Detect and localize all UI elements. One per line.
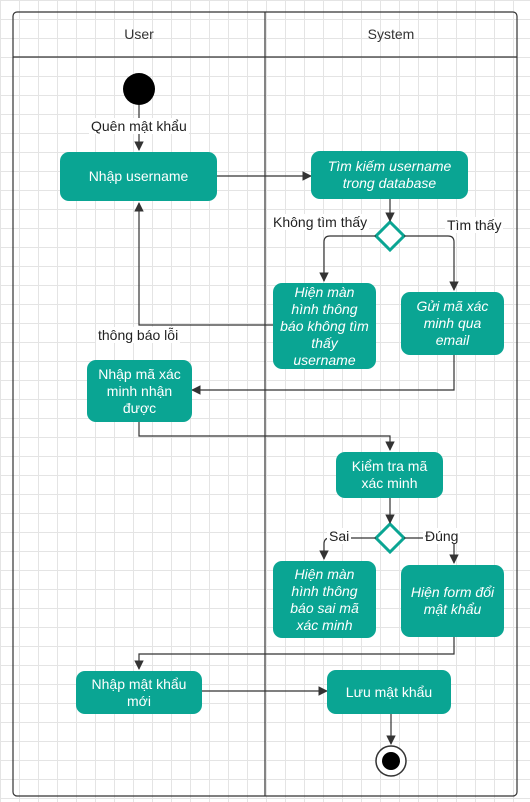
decision-code-correct: [373, 521, 407, 555]
activity-enter-code: Nhập mã xác minh nhận được: [87, 360, 192, 422]
edge-not-found: [319, 235, 376, 282]
swimlane-frame: [12, 11, 518, 797]
edge-enter-code-to-check: [138, 422, 395, 451]
lane-title-system: System: [367, 26, 415, 42]
label-found: Tìm thấy: [445, 217, 504, 233]
edge-error-back-to-username: [134, 202, 273, 326]
label-correct: Đúng: [423, 528, 461, 544]
end-node: [375, 745, 407, 777]
label-forgot-password: Quên mật khẩu: [89, 118, 189, 134]
decision-username-found: [373, 219, 407, 253]
lane-title-user: User: [124, 26, 154, 42]
label-not-found: Không tìm thấy: [271, 214, 370, 230]
activity-check-code: Kiểm tra mã xác minh: [336, 452, 443, 498]
activity-enter-new-password: Nhập mật khẩu mới: [76, 671, 202, 714]
label-error-notice: thông báo lỗi: [96, 327, 181, 343]
activity-search-username: Tìm kiếm username trong database: [311, 151, 468, 199]
activity-send-code: Gửi mã xác minh qua email: [401, 292, 504, 355]
edge-send-code-to-enter-code: [191, 355, 455, 395]
start-node: [123, 73, 155, 105]
activity-enter-username: Nhập username: [60, 152, 217, 201]
activity-show-change-form: Hiện form đổi mật khẩu: [401, 565, 504, 637]
activity-save-password: Lưu mật khẩu: [327, 670, 451, 714]
edge-found: [404, 235, 459, 291]
activity-show-wrong-code: Hiện màn hình thông báo sai mã xác minh: [273, 561, 376, 638]
edge-form-to-new-password: [134, 637, 455, 670]
activity-show-not-found: Hiện màn hình thông báo không tìm thấy u…: [273, 283, 376, 369]
label-wrong: Sai: [327, 528, 352, 544]
